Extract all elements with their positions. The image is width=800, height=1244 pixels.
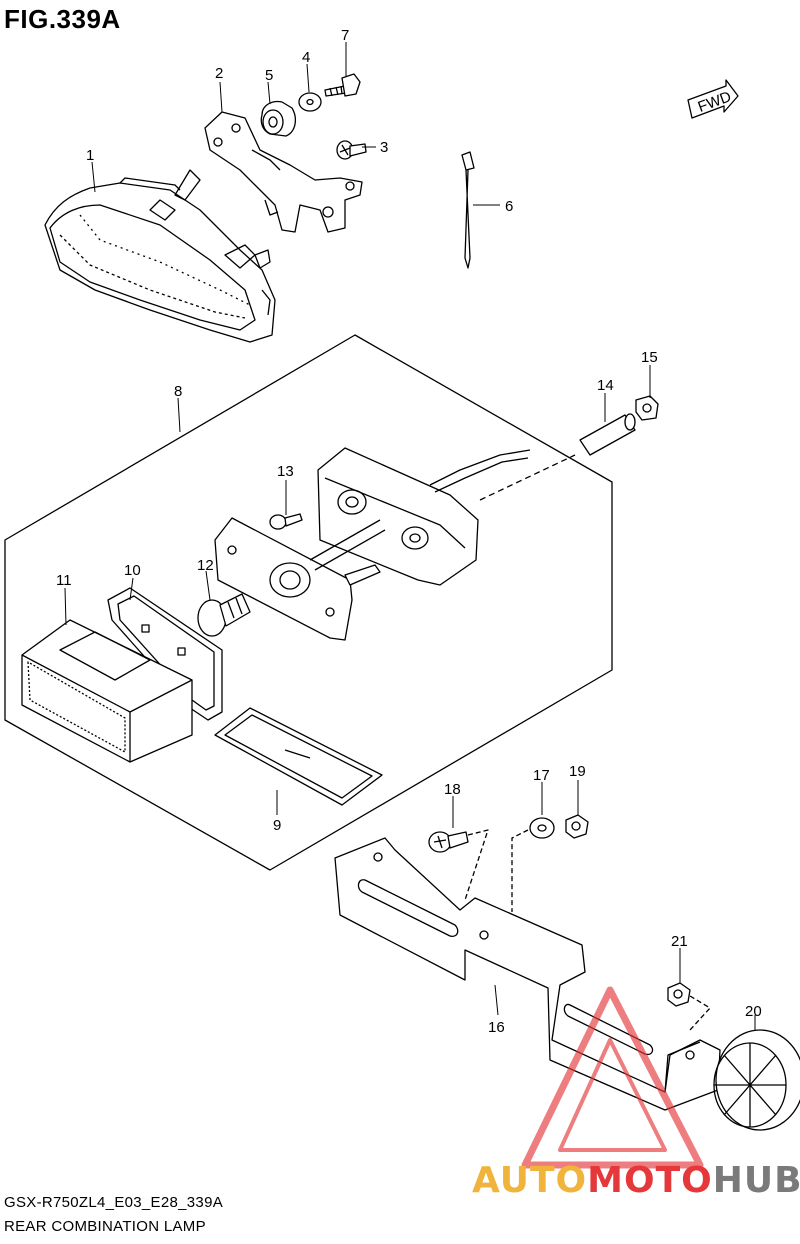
watermark-logo: AUTOMOTOHUB [472, 1160, 800, 1201]
callout-6: 6 [505, 198, 513, 215]
part-21-nut [667, 982, 711, 1031]
forward-arrow-icon: FWD [687, 79, 739, 119]
callout-8: 8 [174, 383, 182, 400]
callout-12: 12 [197, 557, 214, 574]
callout-14: 14 [597, 377, 614, 394]
part-5-grommet [260, 100, 297, 137]
callout-4: 4 [302, 49, 310, 66]
callout-3: 3 [380, 139, 388, 156]
part-20-reflector [713, 1029, 800, 1131]
part-11-lens [21, 619, 193, 763]
callout-labels: 1 2 3 4 5 6 7 8 9 10 11 12 13 14 15 16 1… [56, 27, 762, 1036]
callout-20: 20 [745, 1003, 762, 1020]
callout-21: 21 [671, 933, 688, 950]
watermark-part2: MOTO [587, 1160, 713, 1201]
callout-5: 5 [265, 67, 273, 84]
part-10-gasket [107, 587, 223, 721]
figure-name-caption: REAR COMBINATION LAMP [4, 1218, 206, 1235]
callout-15: 15 [641, 349, 658, 366]
part-9-plate [214, 707, 383, 806]
callout-9: 9 [273, 817, 281, 834]
part-2-bracket [204, 111, 363, 233]
callout-16: 16 [488, 1019, 505, 1036]
license-lamp-housing [317, 447, 576, 586]
watermark-triangle-icon [521, 986, 704, 1169]
callout-19: 19 [569, 763, 586, 780]
part-7-bolt [324, 73, 361, 97]
watermark-part1: AUTO [472, 1160, 588, 1201]
part-19-nut [565, 814, 589, 839]
callout-2: 2 [215, 65, 223, 82]
figure-title: FIG.339A [4, 4, 121, 34]
lamp-socket-plate [214, 517, 386, 641]
callout-1: 1 [86, 147, 94, 164]
watermark-part3: HUB [712, 1160, 800, 1201]
callout-11: 11 [56, 572, 72, 589]
part-18-bolt [428, 829, 489, 901]
part-16-bracket [334, 837, 721, 1111]
callout-17: 17 [533, 767, 550, 784]
callout-13: 13 [277, 463, 294, 480]
part-4-washer [298, 92, 322, 112]
part-14-spacer [579, 413, 636, 456]
callout-18: 18 [444, 781, 461, 798]
part-17-washer [511, 817, 555, 912]
callout-10: 10 [124, 562, 141, 579]
fwd-label: FWD [696, 88, 734, 116]
leader-lines [64, 42, 756, 1030]
part-13-screw [269, 513, 303, 530]
part-15-nut [635, 395, 659, 421]
part-12-bulb [197, 593, 251, 637]
part-1-tail-lamp [44, 169, 276, 343]
part-3-screw [336, 140, 367, 160]
part-8-assembly-box [4, 334, 613, 871]
figure-code-caption: GSX-R750ZL4_E03_E28_339A [4, 1194, 224, 1211]
part-6-cable-tie [461, 151, 475, 269]
callout-7: 7 [341, 27, 349, 44]
